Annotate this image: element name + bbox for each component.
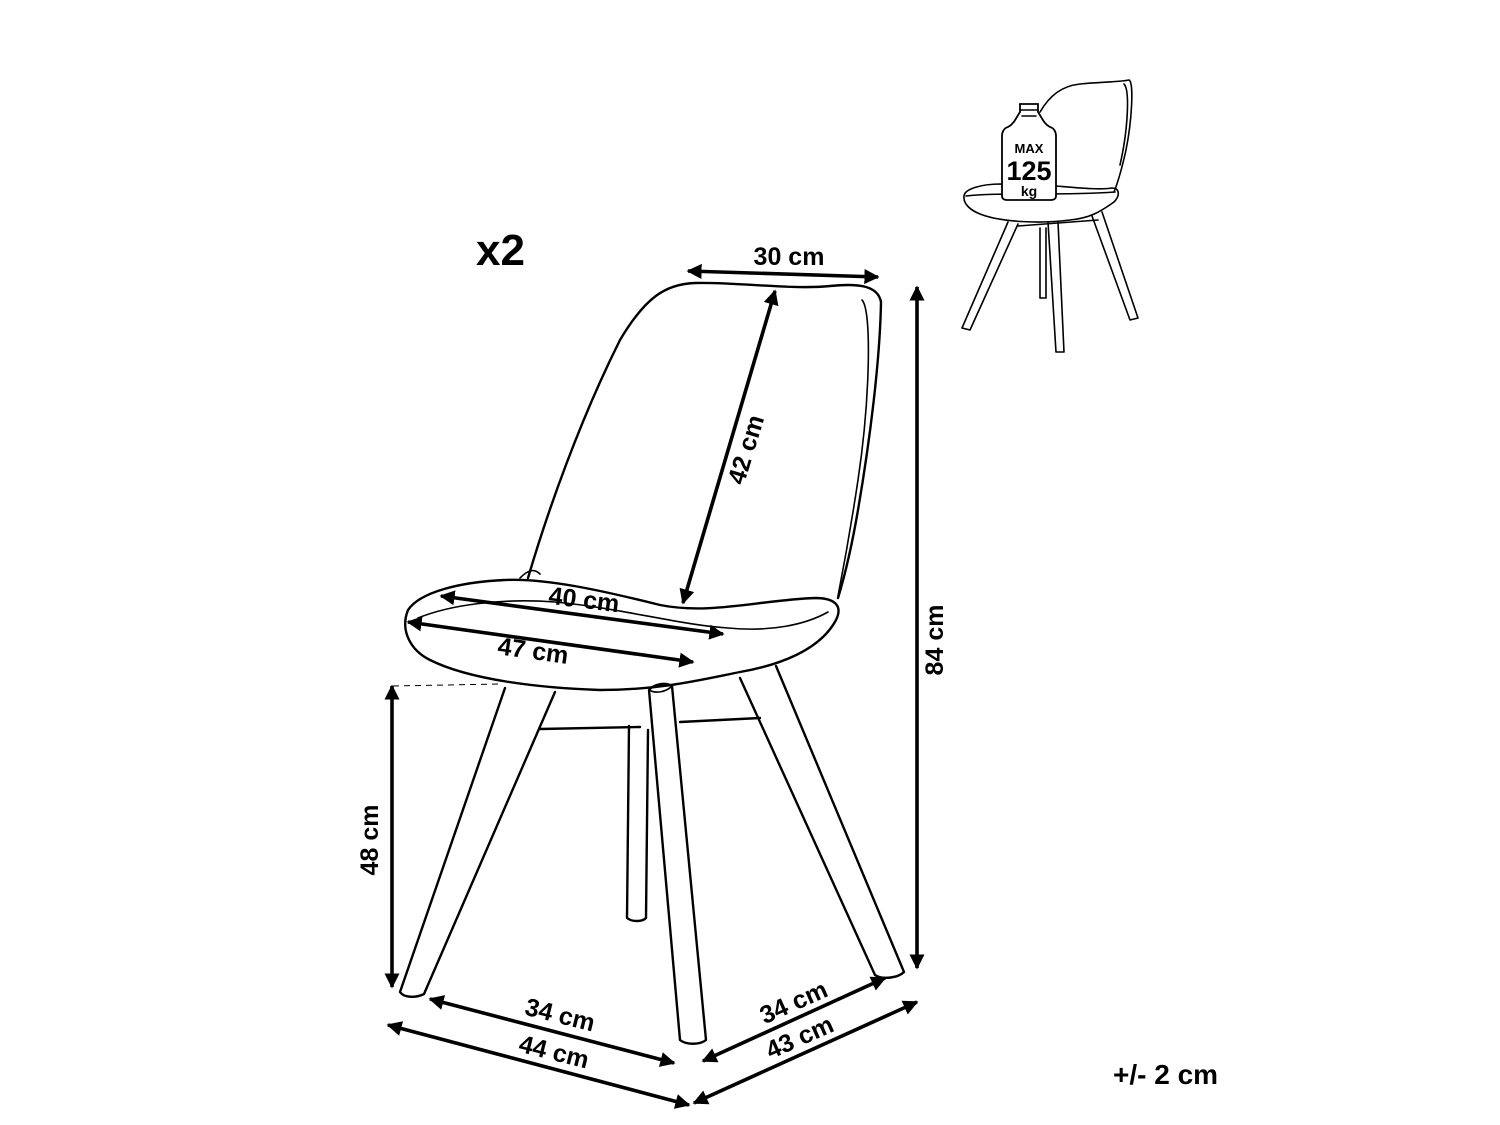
seat-cushion bbox=[417, 600, 829, 630]
dim-base-depth-line bbox=[692, 1000, 919, 1105]
dim-seat-width-line bbox=[406, 616, 695, 668]
label-seat-height: 48 cm bbox=[356, 805, 384, 876]
leg-front-right bbox=[738, 664, 906, 980]
label-top-width: 30 cm bbox=[754, 243, 825, 271]
label-front-leg-span: 34 cm bbox=[522, 993, 598, 1037]
backrest-outline bbox=[526, 281, 883, 600]
leg-front-left bbox=[398, 686, 557, 998]
label-total-height: 84 cm bbox=[921, 605, 949, 676]
dim-base-width-line bbox=[386, 1021, 691, 1109]
max-load-unit: kg bbox=[1021, 183, 1037, 199]
dimension-lines bbox=[384, 263, 925, 1109]
quantity-label: x2 bbox=[476, 226, 525, 275]
seat-shell bbox=[404, 578, 840, 692]
chair-illustration bbox=[398, 281, 906, 1045]
tolerance-label: +/- 2 cm bbox=[1113, 1059, 1218, 1090]
seat-frame bbox=[538, 716, 762, 731]
seat-crease bbox=[519, 569, 541, 579]
backrest-rim bbox=[837, 299, 870, 597]
label-seat-width: 47 cm bbox=[496, 632, 570, 670]
leg-front-center bbox=[647, 682, 708, 1045]
max-load-icon: MAX 125 kg bbox=[961, 79, 1139, 353]
max-load-top: MAX bbox=[1015, 141, 1044, 156]
dim-back-height-line bbox=[679, 289, 779, 605]
max-load-value: 125 bbox=[1006, 156, 1051, 186]
seat-height-guide bbox=[392, 683, 501, 687]
dim-top-width-line bbox=[686, 263, 880, 285]
leg-rear bbox=[625, 724, 650, 923]
